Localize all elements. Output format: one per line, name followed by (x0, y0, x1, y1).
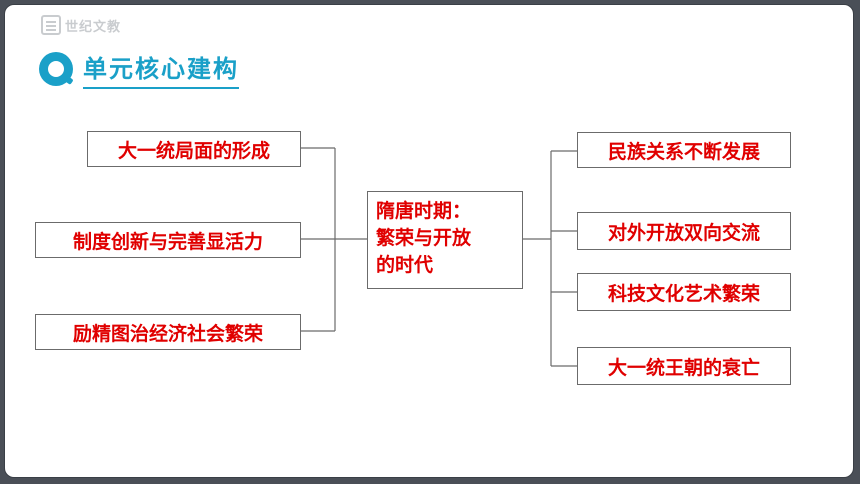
right-box-1: 民族关系不断发展 (577, 132, 791, 168)
connector-lines (301, 147, 577, 367)
section-heading: 单元核心建构 (39, 49, 239, 89)
slide-frame: 世纪文教 单元核心建构 大一统局面的形成 制度创新与完善显活力 励精图治经济社会… (4, 4, 854, 478)
q-search-icon (39, 52, 73, 86)
right-box-3: 科技文化艺术繁荣 (577, 273, 791, 311)
heading-title: 单元核心建构 (83, 49, 239, 89)
logo-text: 世纪文教 (65, 19, 122, 35)
logo-mark-icon (41, 15, 61, 35)
left-box-1: 大一统局面的形成 (87, 131, 301, 167)
center-theme-box: 隋唐时期： 繁荣与开放 的时代 (367, 191, 523, 289)
right-box-4: 大一统王朝的衰亡 (577, 347, 791, 385)
right-box-2: 对外开放双向交流 (577, 212, 791, 250)
publisher-logo: 世纪文教 (41, 13, 121, 37)
left-box-2: 制度创新与完善显活力 (35, 222, 301, 258)
left-box-3: 励精图治经济社会繁荣 (35, 314, 301, 350)
